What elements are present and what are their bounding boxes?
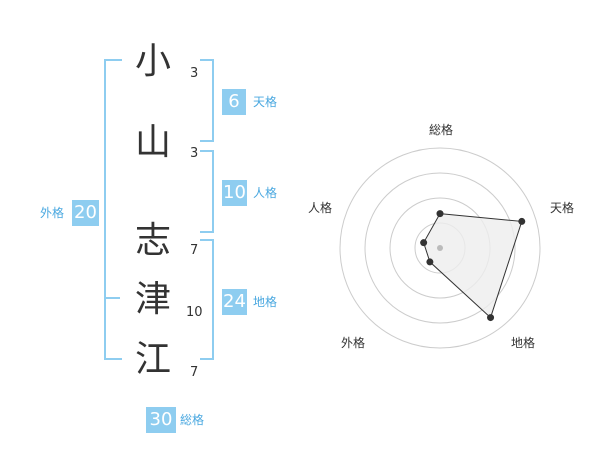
- radar-label-tenkaku: 天格: [550, 201, 575, 215]
- tenkaku-label: 天格: [253, 95, 278, 109]
- name-char-3: 志: [134, 220, 171, 261]
- gaikaku-bracket: [104, 59, 122, 360]
- soukaku-label: 総格: [180, 413, 205, 427]
- gaikaku-value: 20: [72, 200, 99, 226]
- jinkaku-label: 人格: [253, 186, 278, 200]
- tenkaku-bracket: [200, 59, 214, 142]
- soukaku-value: 30: [146, 407, 176, 433]
- radar-label-jinkaku: 人格: [308, 201, 333, 215]
- name-char-5: 江: [134, 339, 171, 380]
- name-char-1: 小: [134, 41, 171, 82]
- stroke-count-2: 3: [190, 146, 199, 161]
- radar-label-soukaku: 総格: [429, 123, 454, 137]
- radar-polygon: [423, 213, 523, 319]
- gaikaku-label: 外格: [40, 206, 65, 220]
- stroke-count-1: 3: [190, 66, 199, 81]
- stroke-count-3: 7: [190, 243, 199, 258]
- radar-point: [518, 217, 526, 225]
- name-char-4: 津: [134, 279, 171, 320]
- stroke-count-4: 10: [186, 305, 203, 320]
- jinkaku-value: 10: [222, 180, 247, 206]
- radar-point: [436, 210, 444, 218]
- chikaku-bracket: [200, 239, 214, 360]
- chikaku-value: 24: [222, 289, 247, 315]
- radar-point: [420, 239, 428, 247]
- jinkaku-bracket: [200, 150, 214, 233]
- radar-ring: [339, 147, 541, 349]
- radar-point: [487, 314, 495, 322]
- chikaku-label: 地格: [253, 295, 278, 309]
- stroke-count-5: 7: [190, 365, 199, 380]
- radar-ring: [364, 172, 516, 324]
- tenkaku-value: 6: [222, 89, 246, 115]
- name-char-2: 山: [134, 122, 171, 163]
- radar-point: [426, 258, 434, 266]
- radar-center-dot: [437, 245, 443, 251]
- radar-label-chikaku: 地格: [511, 336, 536, 350]
- radar-label-gaikaku: 外格: [341, 336, 366, 350]
- gaikaku-bracket-divider: [104, 297, 120, 299]
